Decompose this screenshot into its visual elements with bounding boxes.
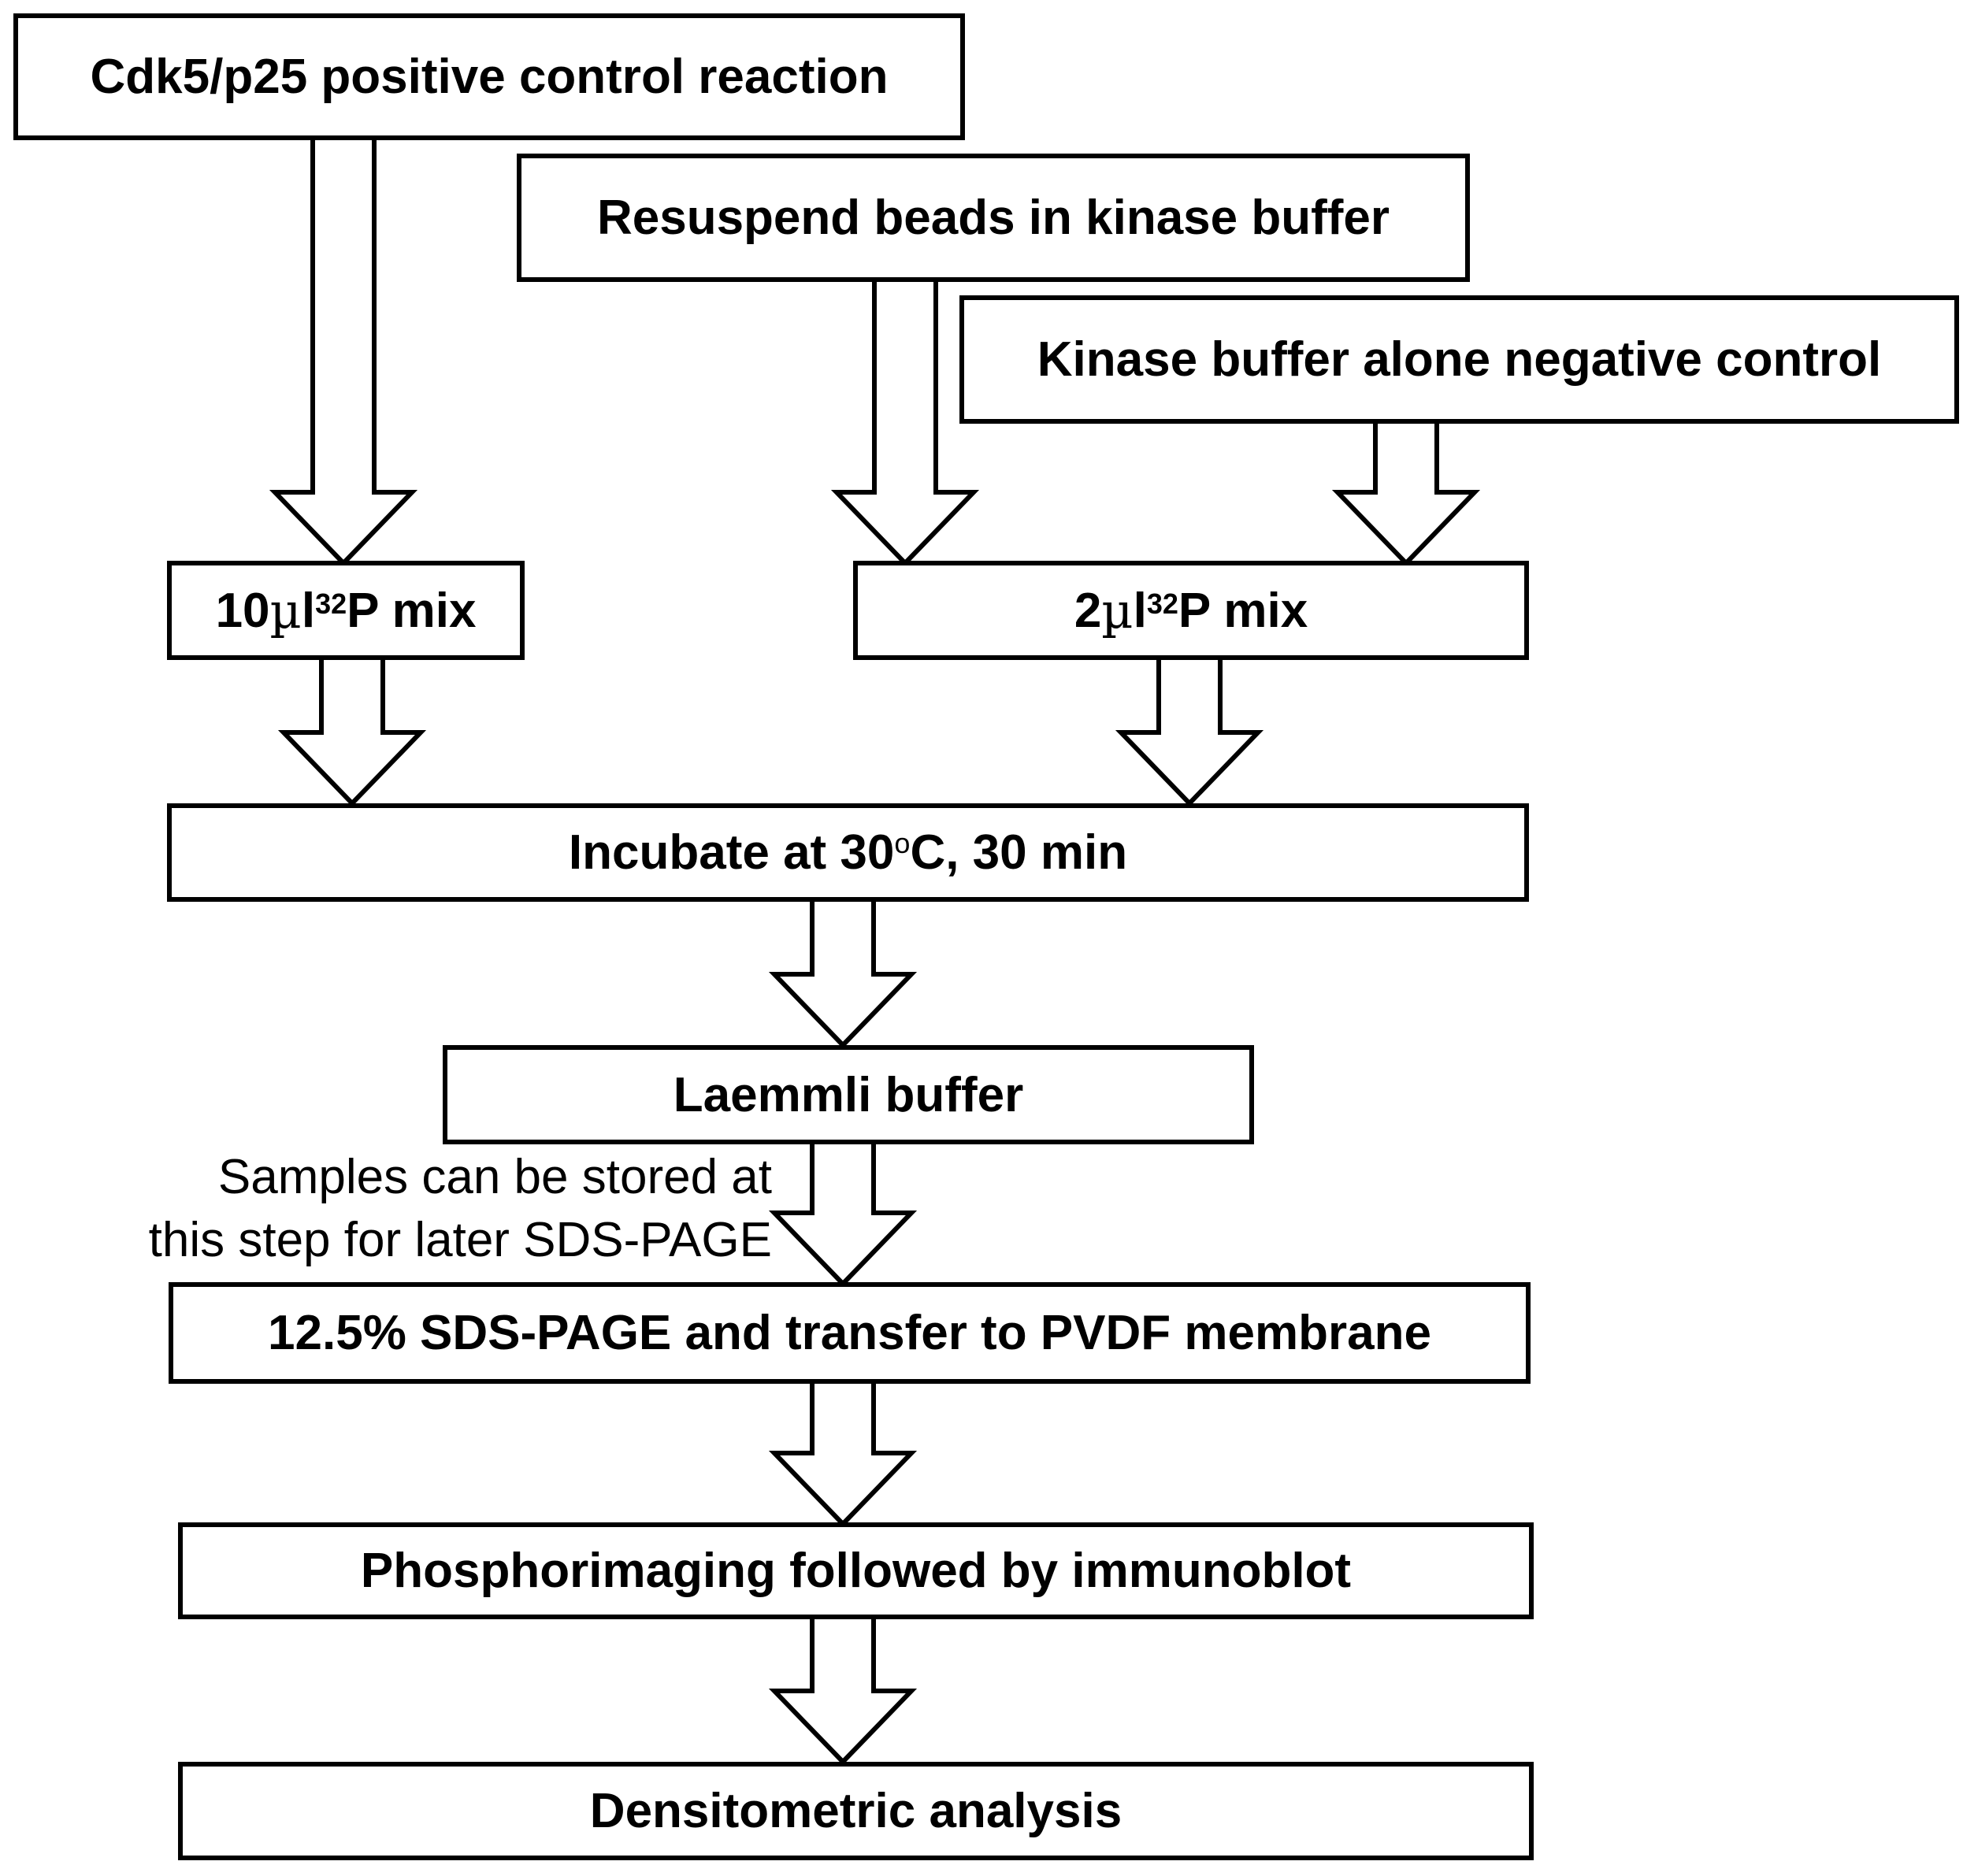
box-resuspend-beads: Resuspend beads in kinase buffer (517, 154, 1470, 282)
arrow-mix10-to-incubate (277, 655, 427, 807)
mix10-isotope: 32 (315, 588, 347, 620)
mix2-rest: P mix (1178, 583, 1308, 638)
box-resuspend-beads-label: Resuspend beads in kinase buffer (596, 191, 1390, 245)
incubate-prefix: Incubate at 30 (568, 825, 895, 880)
mix2-unit: l (1133, 583, 1147, 638)
box-negative-control: Kinase buffer alone negative control (959, 295, 1959, 424)
incubate-degree: o (894, 826, 911, 859)
box-laemmli-buffer: Laemmli buffer (443, 1045, 1254, 1144)
arrow-sdspage-to-phosphor (768, 1379, 918, 1528)
mix2-isotope: 32 (1146, 588, 1178, 620)
box-laemmli-buffer-label: Laemmli buffer (673, 1067, 1024, 1122)
storage-note-line2: this step for later SDS-PAGE (148, 1213, 772, 1267)
mix2-mu: µ (1101, 581, 1134, 640)
box-sds-page: 12.5% SDS-PAGE and transfer to PVDF memb… (169, 1282, 1531, 1384)
arrow-incubate-to-laemmli (768, 897, 918, 1049)
box-negative-control-label: Kinase buffer alone negative control (1037, 332, 1882, 387)
arrow-negative-to-mix2 (1331, 419, 1481, 567)
box-positive-control-label: Cdk5/p25 positive control reaction (90, 50, 889, 104)
box-phosphorimaging-label: Phosphorimaging followed by immunoblot (360, 1544, 1352, 1598)
arrow-laemmli-to-sdspage (768, 1140, 918, 1288)
box-sds-page-label: 12.5% SDS-PAGE and transfer to PVDF memb… (268, 1306, 1431, 1360)
mix10-mu: µ (269, 581, 302, 640)
incubate-rest: C, 30 min (910, 825, 1128, 880)
box-densitometric-analysis: Densitometric analysis (178, 1762, 1534, 1860)
box-positive-control: Cdk5/p25 positive control reaction (13, 13, 965, 140)
storage-note-line1: Samples can be stored at (217, 1150, 772, 1204)
box-phosphorimaging: Phosphorimaging followed by immunoblot (178, 1522, 1534, 1619)
arrow-positive-to-mix10 (269, 135, 418, 567)
box-densitometric-analysis-label: Densitometric analysis (589, 1784, 1123, 1838)
arrow-resuspend-to-mix2 (830, 277, 980, 567)
mix10-prefix: 10 (215, 583, 270, 638)
mix10-unit: l (301, 583, 316, 638)
storage-note: Samples can be stored at this step for l… (149, 1146, 772, 1272)
arrow-mix2-to-incubate (1115, 655, 1264, 807)
mix2-prefix: 2 (1074, 583, 1102, 638)
arrow-phosphor-to-densitometric (768, 1615, 918, 1766)
mix10-rest: P mix (347, 583, 477, 638)
